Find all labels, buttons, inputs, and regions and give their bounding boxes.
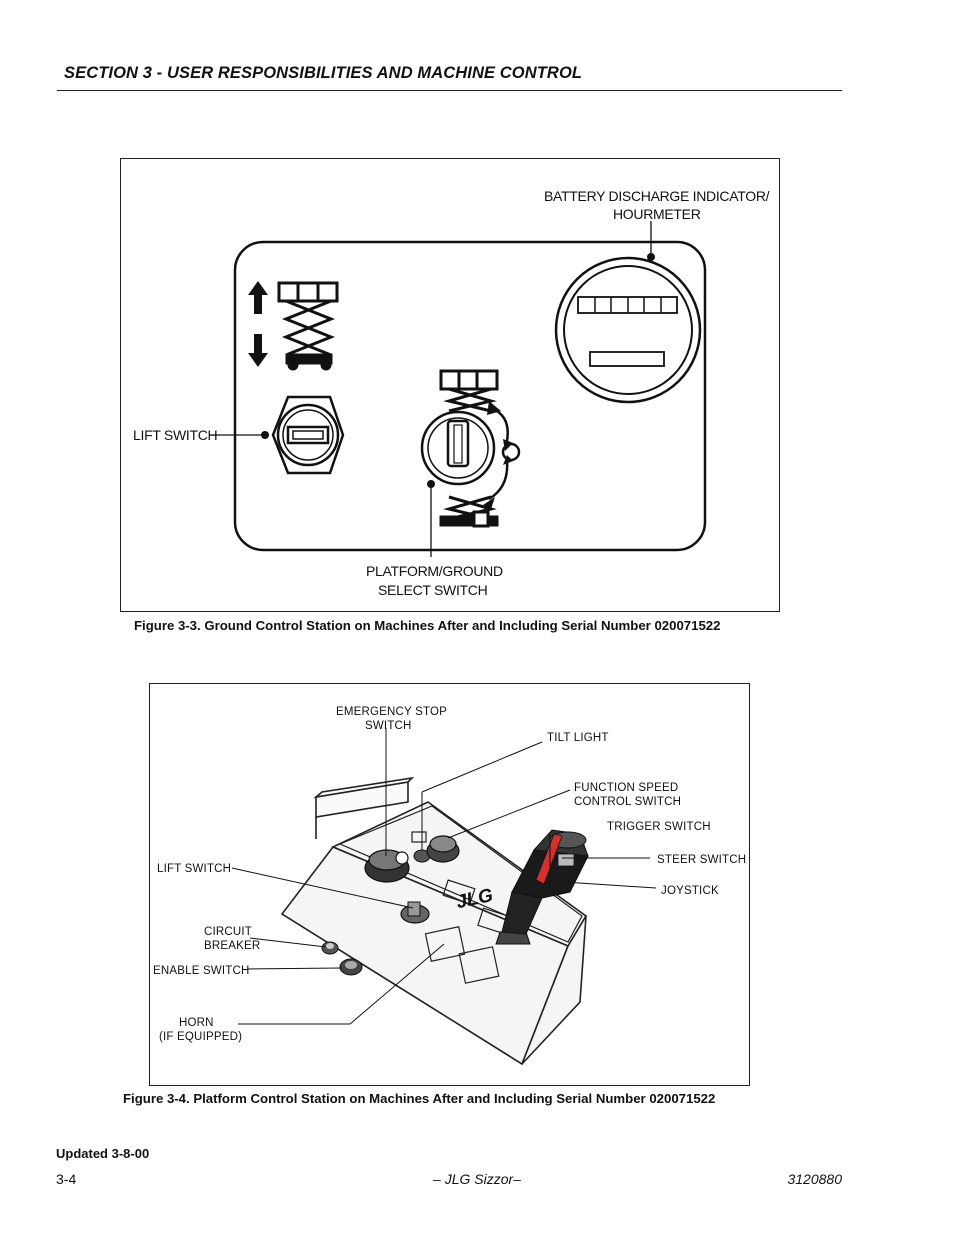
lift-switch-toggle-icon — [400, 901, 430, 924]
hourmeter-label-line1: BATTERY DISCHARGE INDICATOR/ — [544, 188, 770, 204]
trigger-switch-icon — [535, 833, 563, 885]
updated-date: Updated 3-8-00 — [56, 1146, 150, 1161]
leader-lines — [231, 728, 657, 1025]
trigger-switch-label: TRIGGER SWITCH — [607, 821, 711, 833]
speed-control-knob-icon — [426, 835, 460, 863]
rotation-arrow-icon — [483, 401, 521, 509]
joystick-label: JOYSTICK — [661, 885, 719, 897]
ground-icon — [439, 495, 499, 528]
document-number: 3120880 — [787, 1171, 842, 1187]
lift-switch-icon — [271, 395, 345, 475]
page-number: 3-4 — [56, 1171, 77, 1187]
figure-3-4-caption: Figure 3-4. Platform Control Station on … — [123, 1091, 716, 1106]
horn-label-line1: HORN — [179, 1017, 214, 1029]
up-down-arrow-icon — [248, 281, 268, 367]
tilt-light-label: TILT LIGHT — [547, 732, 609, 744]
figure-platform-control-station: JLG — [149, 683, 750, 1086]
lift-switch-label: LIFT SWITCH — [133, 427, 217, 443]
emergency-stop-icon — [364, 849, 410, 883]
figure-3-3-caption: Figure 3-3. Ground Control Station on Ma… — [134, 618, 721, 633]
scissor-lift-icon — [277, 281, 339, 371]
header-rule — [57, 90, 842, 91]
estop-label-line1: EMERGENCY STOP — [336, 706, 447, 718]
estop-label-line2: SWITCH — [365, 720, 412, 732]
speed-control-label-line2: CONTROL SWITCH — [574, 796, 681, 808]
ground-control-illustration: LIFT SWITCH — [133, 188, 770, 598]
lift-switch-label: LIFT SWITCH — [157, 863, 231, 875]
hourmeter-gauge-icon — [554, 256, 702, 404]
enable-switch-icon — [339, 958, 363, 976]
footer-title: – JLG Sizzor– — [433, 1171, 521, 1187]
hourmeter-label-line2: HOURMETER — [613, 206, 701, 222]
select-switch-label-line2: SELECT SWITCH — [378, 582, 487, 598]
circuit-breaker-label-line1: CIRCUIT — [204, 926, 252, 938]
horn-label-line2: (IF EQUIPPED) — [159, 1031, 242, 1043]
control-panel-outline — [233, 240, 707, 552]
speed-control-label-line1: FUNCTION SPEED — [574, 782, 678, 794]
select-switch-label-line1: PLATFORM/GROUND — [366, 563, 503, 579]
select-switch-icon — [420, 410, 496, 486]
platform-control-illustration: JLG — [153, 706, 746, 1066]
platform-icon — [439, 369, 499, 413]
enable-switch-label: ENABLE SWITCH — [153, 965, 250, 977]
figure-ground-control-station: LIFT SWITCH — [120, 158, 780, 612]
circuit-breaker-icon — [321, 941, 339, 955]
circuit-breaker-label-line2: BREAKER — [204, 940, 260, 952]
section-title: SECTION 3 - USER RESPONSIBILITIES AND MA… — [64, 64, 583, 82]
steer-switch-label: STEER SWITCH — [657, 854, 746, 866]
mounting-bracket — [313, 776, 415, 839]
